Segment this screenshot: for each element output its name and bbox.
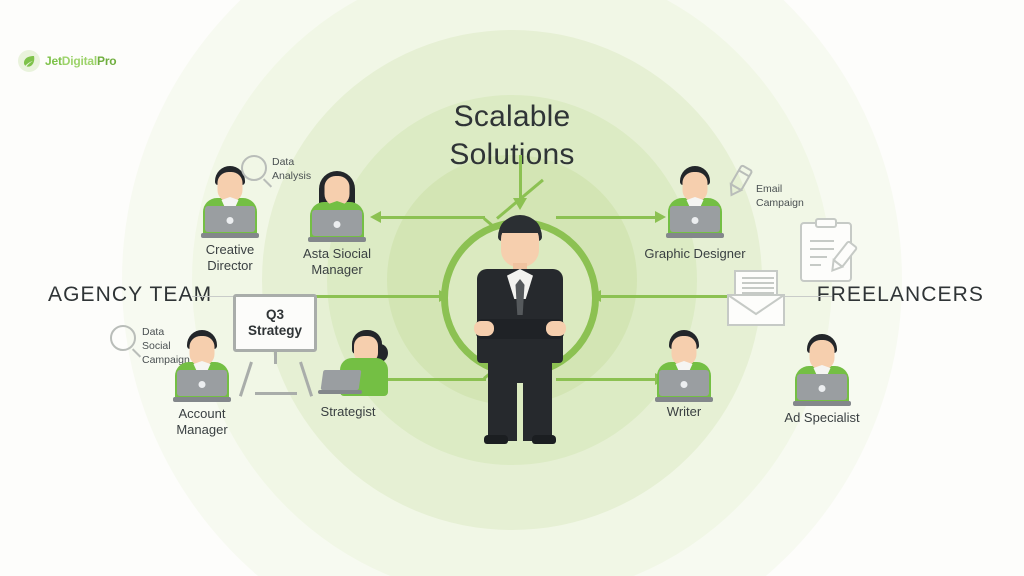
connector-line-left xyxy=(192,296,238,297)
annotation-data-analysis: Data Analysis xyxy=(272,156,312,183)
person-account-manager xyxy=(162,330,242,406)
brand-name: JetDigitalPro xyxy=(45,54,117,68)
arrow-head-left xyxy=(370,211,381,223)
brand-name-part1: Jet xyxy=(45,54,62,68)
person-graphic-designer xyxy=(655,166,735,242)
connector-line-right xyxy=(774,296,832,297)
label-asta-siocial-manager: Asta Siocial Manager xyxy=(303,246,371,278)
arrow-head-right xyxy=(655,211,666,223)
arrow-left-top xyxy=(370,211,485,223)
section-title-freelancers: FREELANCERS xyxy=(816,283,984,306)
label-writer: Writer xyxy=(666,404,702,419)
board-stand-crossbar xyxy=(255,392,297,395)
pencil-icon xyxy=(722,164,754,197)
page-title: Scalable Solutions xyxy=(0,98,1024,175)
envelope-letter-icon xyxy=(727,270,785,326)
label-account-manager: Account Manager xyxy=(176,406,228,438)
person-creative-director xyxy=(190,166,270,242)
person-strategist xyxy=(318,330,390,400)
person-writer xyxy=(644,330,724,406)
page-title-line2: Solutions xyxy=(449,138,575,172)
brand-logo[interactable]: JetDigitalPro xyxy=(18,50,117,72)
central-businessman-figure xyxy=(460,215,580,445)
page-title-line1: Scalable xyxy=(453,100,571,133)
magnifier-icon xyxy=(241,155,267,181)
brand-name-part3: Pro xyxy=(97,54,117,68)
section-title-agency-team: AGENCY TEAM xyxy=(48,283,213,306)
magnifier-icon xyxy=(110,325,136,351)
person-ad-specialist xyxy=(782,334,862,410)
label-creative-director: Creative Director xyxy=(205,242,255,274)
annotation-email-campaign: Email Campaign xyxy=(756,183,804,210)
annotation-data-social-campaign: Data Social Campaign xyxy=(142,326,190,367)
leaf-circle-icon xyxy=(18,50,40,72)
brand-name-part2: Digital xyxy=(61,54,98,68)
down-arrow-icon xyxy=(513,155,527,210)
label-ad-specialist: Ad Specialist xyxy=(784,410,860,425)
arrow-right-top xyxy=(556,211,666,223)
board-stand-pole xyxy=(274,352,277,364)
strategy-board-text: Q3 Strategy xyxy=(247,307,303,338)
person-asta-siocial-manager xyxy=(297,170,377,246)
strategy-board[interactable]: Q3 Strategy xyxy=(233,294,317,352)
clipboard-pencil-icon xyxy=(800,218,858,282)
label-graphic-designer: Graphic Designer xyxy=(644,246,746,261)
label-strategist: Strategist xyxy=(320,404,376,419)
